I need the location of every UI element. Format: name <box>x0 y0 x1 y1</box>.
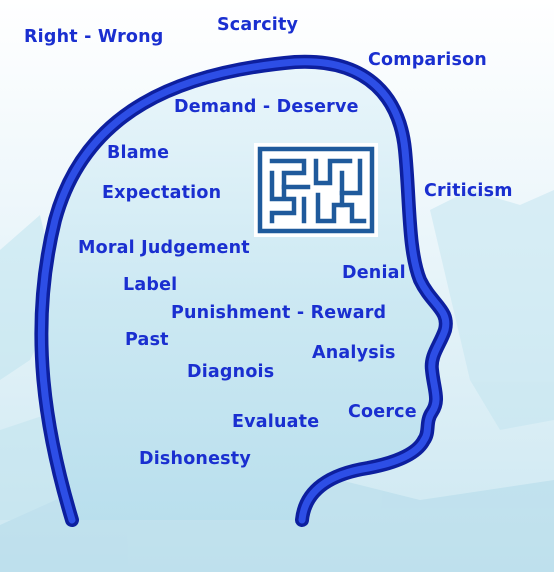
word-expectation: Expectation <box>102 183 222 203</box>
word-label: Label <box>123 275 178 295</box>
word-coerce: Coerce <box>348 402 417 422</box>
head-outline <box>37 58 450 524</box>
word-denial: Denial <box>342 263 406 283</box>
maze-icon <box>254 143 378 237</box>
word-scarcity: Scarcity <box>217 15 299 35</box>
word-moral-judgement: Moral Judgement <box>78 238 250 258</box>
word-evaluate: Evaluate <box>232 412 320 432</box>
word-diagnois: Diagnois <box>187 362 275 382</box>
word-demand-deserve: Demand - Deserve <box>174 97 359 117</box>
word-right-wrong: Right - Wrong <box>24 27 164 47</box>
word-past: Past <box>125 330 169 350</box>
word-dishonesty: Dishonesty <box>139 449 251 469</box>
word-punishment-reward: Punishment - Reward <box>171 303 387 323</box>
word-blame: Blame <box>107 143 170 163</box>
word-criticism: Criticism <box>424 181 513 201</box>
word-analysis: Analysis <box>312 343 396 363</box>
word-comparison: Comparison <box>368 50 487 70</box>
